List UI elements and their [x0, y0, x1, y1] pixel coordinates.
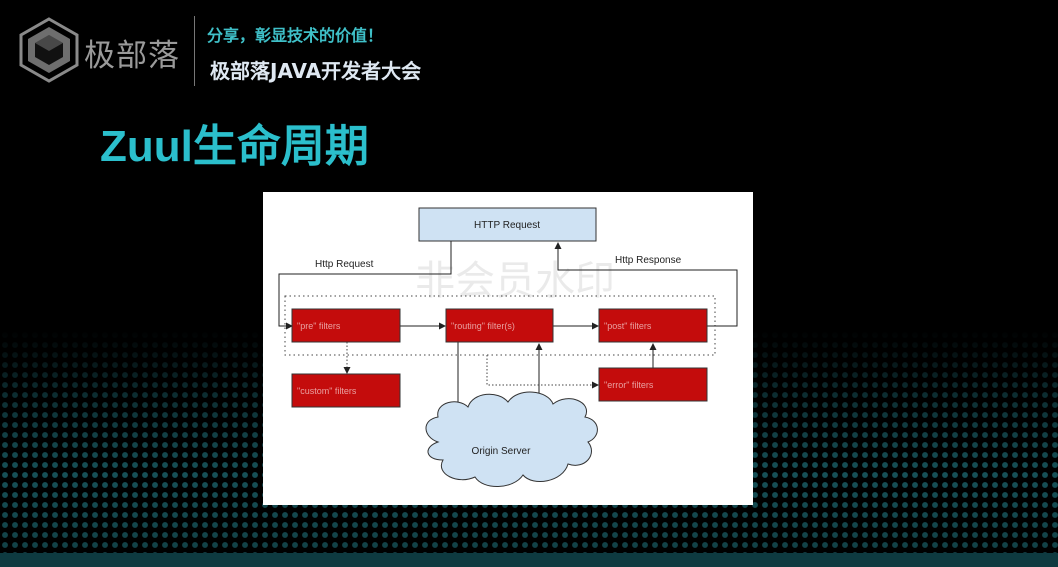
http-request-label: Http Request	[315, 259, 374, 270]
zuul-lifecycle-diagram: 非会员水印 HTTP Request Http Request Http Res…	[263, 192, 753, 505]
bottom-bar	[0, 553, 1058, 567]
pre-filters-box	[291, 308, 401, 343]
origin-server-label: Origin Server	[472, 446, 532, 457]
origin-server-cloud	[425, 391, 598, 487]
logo-text: 极部落	[84, 38, 180, 74]
pre-filters-label: "pre" filters	[297, 321, 341, 331]
routing-filters-box	[445, 308, 554, 343]
error-filters-label: "error" filters	[604, 380, 654, 390]
http-response-label: Http Response	[615, 255, 682, 266]
http-request-box-label: HTTP Request	[474, 220, 540, 231]
routing-filters-label: "routing" filter(s)	[451, 321, 515, 331]
logo-icon	[19, 17, 79, 83]
post-filters-label: "post" filters	[604, 321, 652, 331]
response-arrow	[554, 242, 738, 327]
error-filters-box	[598, 367, 708, 402]
to-error-arrow	[486, 355, 599, 389]
custom-filters-label: "custom" filters	[297, 386, 357, 396]
slide-title: Zuul生命周期	[100, 122, 369, 171]
slogan: 分享，彰显技术的价值！	[207, 26, 384, 45]
custom-filters-box	[291, 373, 401, 408]
request-arrow	[278, 241, 452, 330]
post-filters-box	[598, 308, 708, 343]
conference-name: 极部落JAVA开发者大会	[210, 59, 422, 83]
watermark: 非会员水印	[415, 258, 615, 304]
http-request-box	[418, 207, 597, 242]
header-divider	[194, 16, 195, 86]
